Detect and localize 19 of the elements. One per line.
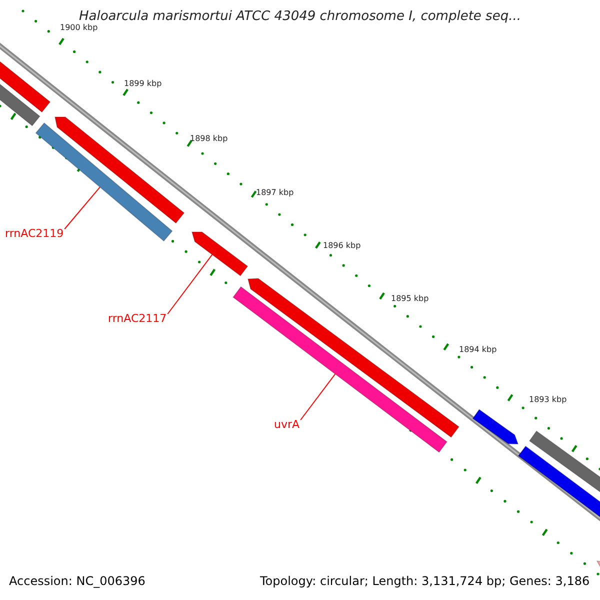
scale-label: 1898 kbp	[190, 134, 228, 143]
scale-label: 1896 kbp	[323, 241, 361, 250]
gene-label: uvrA	[274, 418, 300, 431]
gene-label: rrnAC2117	[108, 312, 167, 325]
footer-text: Topology: circular; Length: 3,131,724 bp; Genes: 3,186	[260, 574, 590, 588]
leader-line	[300, 374, 336, 420]
gene-label: rrnAC2119	[5, 227, 64, 240]
gene-feature-bar	[191, 232, 248, 276]
footer-text: Accession: NC_006396	[9, 574, 146, 588]
scale-label: 1900 kbp	[60, 23, 98, 32]
scale-label: 1894 kbp	[459, 345, 497, 354]
scale-label: 1899 kbp	[124, 79, 162, 88]
leader-line	[167, 254, 213, 314]
gene-feature-bar	[232, 286, 448, 453]
scale-label: 1893 kbp	[529, 395, 567, 404]
scale-label: 1895 kbp	[391, 294, 429, 303]
leader-line	[64, 186, 100, 230]
map-title: Haloarcula marismortui ATCC 43049 chromosome I, complete seq...	[78, 9, 522, 24]
scale-label: 1897 kbp	[256, 188, 294, 197]
